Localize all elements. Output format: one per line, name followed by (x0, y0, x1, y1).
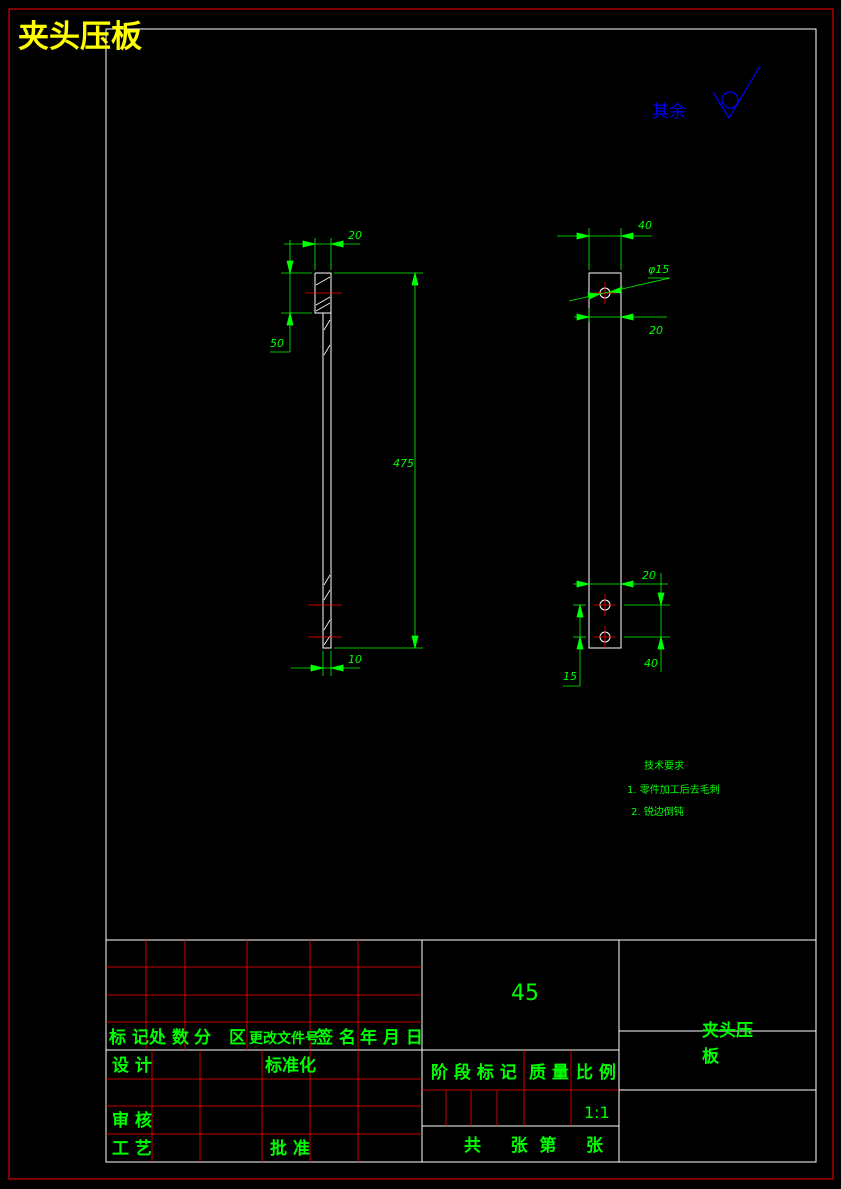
label-scale: 比 例 (576, 1062, 616, 1083)
tech-heading: 技术要求 (644, 759, 684, 772)
label-review: 审 核 (112, 1110, 152, 1131)
label-standardize: 标准化 (265, 1055, 316, 1076)
label-design: 设 计 (112, 1055, 152, 1076)
rev-header-count: 处 数 (148, 1027, 190, 1048)
label-stage-mark: 阶 段 标 记 (431, 1062, 517, 1083)
material-value: 45 (511, 981, 539, 1006)
front-view: 40 φ15 20 20 40 15 (557, 219, 671, 687)
dim-side-flange-height: 50 (270, 337, 284, 350)
dim-front-hole-spacing: 15 (563, 670, 577, 683)
rev-header-doc-no: 更改文件号 (249, 1030, 319, 1047)
label-approve: 批 准 (270, 1138, 310, 1159)
rev-header-date: 年 月 日 (360, 1027, 423, 1048)
label-sheets: 共 张 第 张 (464, 1135, 604, 1156)
dim-side-bottom-width: 10 (348, 653, 362, 666)
side-view: 20 50 475 10 (270, 229, 423, 676)
rev-header-zone: 区 (229, 1028, 246, 1048)
rev-header-mark: 标 记 (109, 1027, 149, 1048)
dim-hole-diameter: φ15 (648, 263, 669, 276)
dim-front-top-offset: 20 (649, 324, 663, 337)
inner-border (105, 28, 817, 1163)
drawing-title: 夹头压板 (18, 19, 142, 55)
dim-front-bottom-edge: 40 (644, 657, 658, 670)
scale-value: 1:1 (584, 1103, 610, 1122)
roughness-symbol-icon (712, 65, 761, 120)
tech-item-1: 1. 零件加工后去毛刺 (627, 784, 720, 796)
roughness-label: 其余 (652, 102, 686, 122)
label-weight: 质 量 (529, 1062, 569, 1083)
title-block: 45 夹头压 板 标 记 处 数 分 区 更改文件号 签 名 年 月 日 设 计… (106, 939, 816, 1162)
rev-header-sign: 签 名 (315, 1027, 356, 1048)
tech-item-2: 2. 锐边倒钝 (631, 805, 684, 818)
label-process: 工 艺 (112, 1138, 152, 1159)
part-name-line2: 板 (702, 1046, 720, 1067)
dim-side-top-width: 20 (348, 229, 362, 242)
rev-header-divide: 分 (194, 1028, 211, 1048)
dim-front-bottom-offset: 20 (642, 569, 656, 582)
part-name-line1: 夹头压 (702, 1020, 753, 1041)
dim-front-width: 40 (638, 219, 652, 232)
outer-frame (8, 8, 834, 1180)
dim-side-total-length: 475 (393, 457, 414, 470)
